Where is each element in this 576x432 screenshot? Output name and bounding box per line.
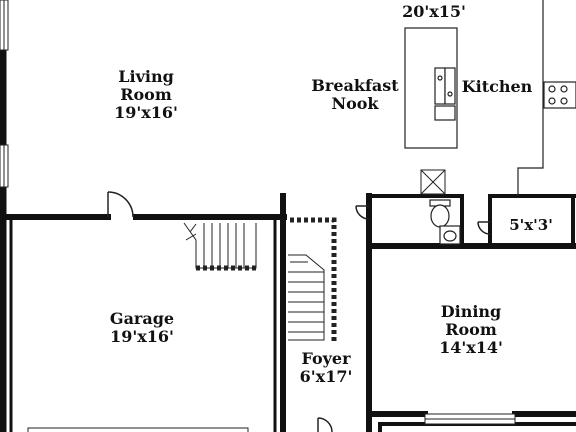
garage-name: Garage — [109, 309, 175, 328]
lavatory-sink — [443, 230, 457, 242]
sink-basin-right — [444, 67, 456, 105]
living-room-label: Living Room 19'x16' — [114, 68, 178, 122]
dining-room-line1: Dining — [440, 302, 502, 321]
faucet-right — [447, 91, 453, 97]
faucet-left — [437, 75, 443, 81]
breakfast-nook-line2: Nook — [331, 94, 379, 113]
perimeter-counter — [517, 0, 544, 196]
breakfast-nook-label: Breakfast Nook — [311, 77, 398, 113]
kitchen-counter — [517, 0, 576, 196]
garage-door — [27, 427, 249, 432]
stairs-foyer-outline — [288, 254, 325, 341]
kitchen-label: Kitchen — [462, 78, 533, 96]
foyer-name: Foyer — [301, 349, 351, 368]
closet-door-swing — [477, 221, 491, 235]
chase-diagonal-2 — [420, 169, 446, 195]
dining-room-size: 14'x14' — [439, 338, 503, 357]
chase-box — [420, 169, 446, 195]
range — [543, 81, 576, 109]
stairs-upper — [183, 222, 257, 271]
stair-tread — [185, 233, 197, 241]
living-room-name-line1: Living — [118, 67, 174, 86]
stair-tread — [189, 223, 197, 233]
toilet-bowl — [430, 204, 450, 228]
dining-room-label: Dining Room 14'x14' — [439, 303, 503, 357]
windows — [0, 0, 516, 432]
dishwasher — [434, 105, 456, 121]
stairs-foyer-railing-dotted — [290, 217, 337, 342]
living-room-name-line2: Room — [120, 85, 172, 104]
kitchen-name: Kitchen — [461, 77, 533, 96]
foyer-size: 6'x17' — [299, 367, 353, 386]
garage-entry-door-swing — [107, 191, 134, 218]
powder-room-fixtures — [429, 199, 461, 245]
closet-label: 5'x'3' — [509, 216, 553, 234]
chase-outline — [420, 169, 446, 195]
burner-1 — [548, 85, 556, 93]
garage-label: Garage 19'x16' — [110, 310, 174, 346]
burner-2 — [548, 97, 556, 105]
stairs-foyer — [288, 217, 337, 342]
garage-size: 19'x16' — [110, 327, 174, 346]
burner-3 — [560, 85, 568, 93]
front-door-swing — [317, 417, 333, 432]
powder-room-door-swing — [355, 205, 370, 220]
breakfast-nook-line1: Breakfast — [311, 76, 399, 95]
dining-room-line2: Room — [445, 320, 497, 339]
closet-size: 5'x'3' — [509, 216, 553, 234]
burner-4 — [560, 97, 568, 105]
kitchen-size: 20'x15' — [402, 2, 466, 21]
doors — [107, 191, 491, 432]
living-room-size: 19'x16' — [114, 103, 178, 122]
foyer-label: Foyer 6'x17' — [300, 350, 353, 386]
kitchen-island — [404, 27, 458, 149]
kitchen-size-label: 20'x15' — [402, 3, 466, 21]
sink-basin-left — [434, 67, 446, 105]
